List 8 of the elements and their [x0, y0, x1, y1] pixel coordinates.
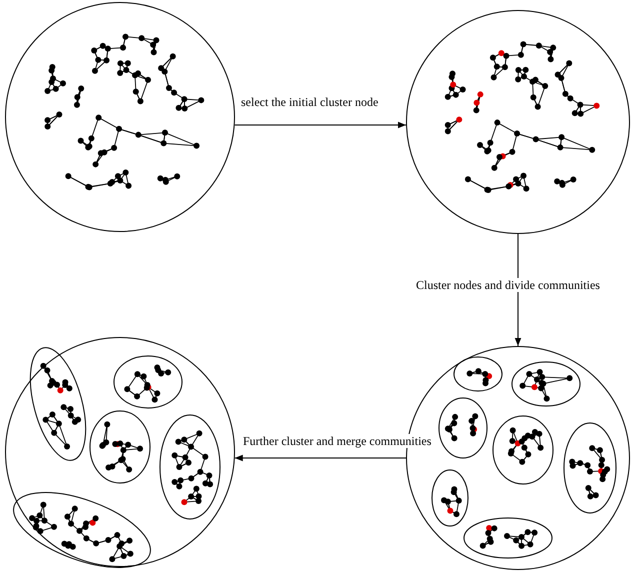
edge-label: Cluster nodes and divide communities — [415, 278, 601, 292]
graph-circle — [5, 2, 235, 232]
arrow — [514, 234, 522, 346]
arrow — [234, 454, 406, 462]
edge-label: select the initial cluster node — [240, 95, 380, 109]
graph-circle — [406, 10, 630, 234]
arrow — [234, 122, 407, 128]
edge-label: Further cluster and merge communities — [242, 434, 432, 448]
